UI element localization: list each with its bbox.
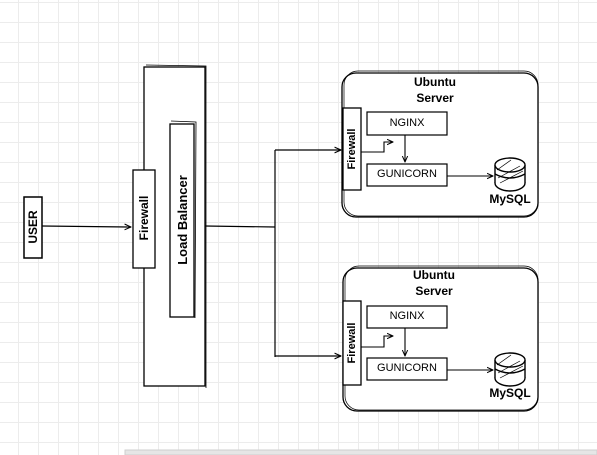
server-2-db-label: MySQL [489,386,531,400]
server-1-gunicorn-box [366,163,448,187]
firewall-box [132,169,156,269]
server-1-nginx-label: NGINX [389,117,425,129]
server-2-title-line2: Server [415,284,453,298]
server-2-gunicorn-box [366,357,448,381]
server-2-nginx-label: NGINX [389,310,425,322]
ubuntu-server-2 [342,265,539,412]
firewall-label: Firewall [137,195,151,241]
user-box [23,196,43,259]
server-1-nginx-box [366,111,448,136]
server-2-title-line1: Ubuntu [413,268,455,282]
server-1-firewall [342,107,362,191]
server-1-db-label: MySQL [489,192,531,206]
bottom-bar [124,449,597,455]
server-2-gunicorn-label: GUNICORN [377,362,437,374]
server-1-database-icon [494,157,526,192]
server-2-firewall-label: Firewall [346,322,358,364]
server-1-firewall-to-nginx-arrow [361,142,393,153]
user-label: USER [26,210,40,244]
user-to-firewall-arrow [41,226,131,227]
server-1-title-line1: Ubuntu [414,75,456,89]
server-2-firewall [342,300,362,386]
server-2-nginx-box [366,305,448,329]
server-2-database-icon [494,352,526,387]
server-1-title-line2: Server [416,91,454,105]
ubuntu-server-1 [341,70,539,218]
lb-to-servers-connector [204,150,276,357]
server-1-firewall-label: Firewall [346,128,358,170]
load-balancer-label: Load Balancer [174,175,190,265]
load-balancer-box [169,123,195,318]
server-2-firewall-to-nginx-arrow [361,336,393,348]
server-1-gunicorn-label: GUNICORN [377,168,437,180]
